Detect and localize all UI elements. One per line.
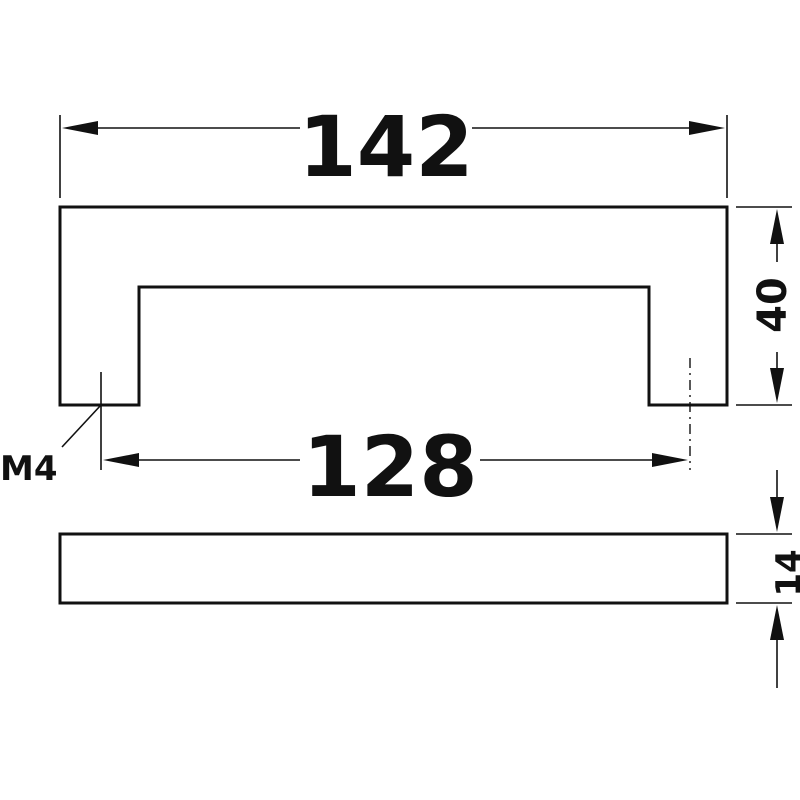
hole-spacing-dimension: 128 <box>100 358 691 516</box>
overall-length-label: 142 <box>298 98 473 196</box>
arrow-up-icon <box>770 209 784 244</box>
arrow-left-icon <box>103 453 139 467</box>
leader-line <box>61 404 102 448</box>
arrow-up-icon <box>770 605 784 640</box>
thickness-dimension: 14 <box>736 470 800 688</box>
height-label: 40 <box>750 277 796 333</box>
handle-bottom-view <box>58 532 729 605</box>
arrow-down-icon <box>770 368 784 403</box>
height-dimension: 40 <box>736 206 796 406</box>
hole-spacing-label: 128 <box>302 418 477 516</box>
arrow-left-icon <box>62 121 98 135</box>
arrow-down-icon <box>770 497 784 532</box>
thread-label: M4 <box>0 449 58 489</box>
arrow-right-icon <box>652 453 688 467</box>
overall-length-dimension: 142 <box>59 98 728 198</box>
arrow-right-icon <box>689 121 725 135</box>
handle-front-view <box>58 205 729 407</box>
thickness-label: 14 <box>769 549 800 596</box>
thread-callout: M4 <box>0 404 102 489</box>
